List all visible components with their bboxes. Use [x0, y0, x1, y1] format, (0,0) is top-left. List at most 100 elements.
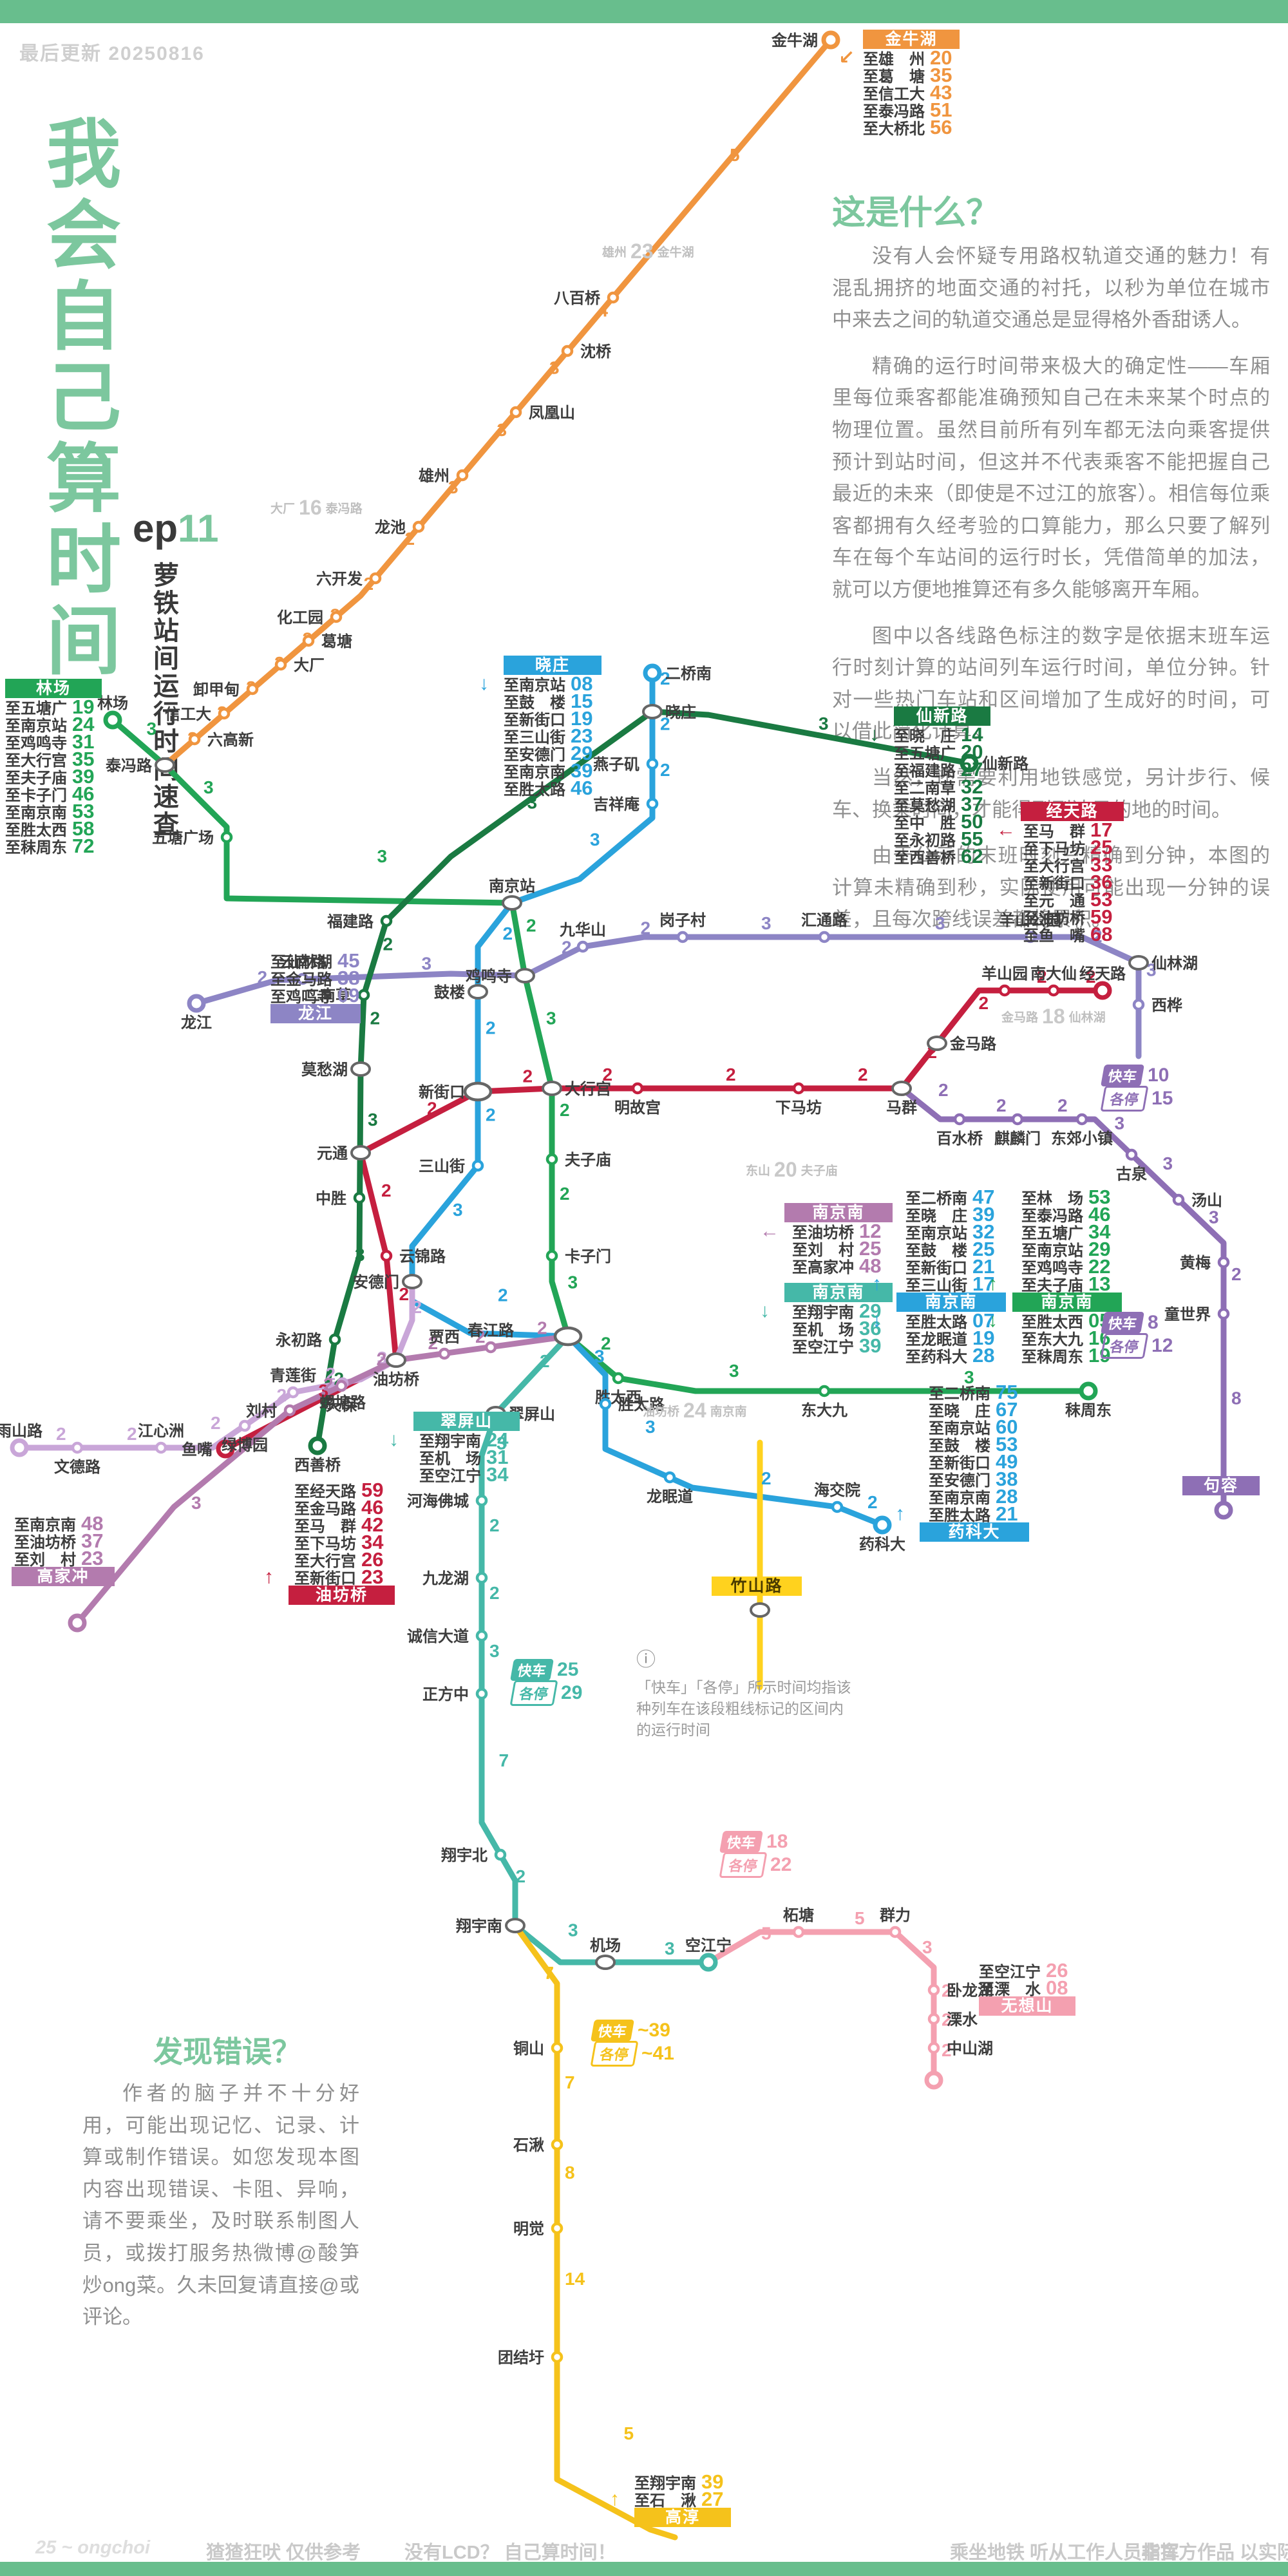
station-dot: [1217, 1307, 1230, 1320]
segment-time: 2: [56, 1424, 66, 1444]
minutes-value: 62: [961, 844, 983, 867]
minutes-value: 24: [486, 1428, 509, 1451]
segment-time: 3: [422, 954, 432, 974]
station-label: 信工大: [165, 705, 211, 723]
destination-label: 至空江宁: [419, 1468, 481, 1485]
segment-time: 3: [590, 829, 600, 849]
minutes-value: 15: [571, 689, 593, 712]
minutes-value: 46: [1088, 1202, 1111, 1226]
segment-time: 3: [549, 358, 560, 378]
interchange-dot: [155, 757, 175, 773]
segment-time: 3: [368, 1110, 378, 1130]
segment-time: 3: [497, 420, 507, 440]
station-dot: [246, 683, 259, 696]
station-label: 团结圩: [498, 2349, 544, 2367]
local-pill: 各停: [1100, 1333, 1149, 1359]
station-dot: [155, 1441, 167, 1454]
destination-label: 至大行宫: [294, 1553, 356, 1570]
minutes-value: 56: [930, 115, 952, 138]
station-label: 龙江: [181, 1014, 212, 1032]
segment-time: 2: [405, 529, 415, 549]
segment-time: 2: [523, 1066, 533, 1086]
range-badge-part: 16: [299, 496, 322, 519]
time-box-header: 药科大: [920, 1522, 1029, 1542]
metro-line-line3: [109, 717, 1092, 1394]
time-row: 至药科大 28: [896, 1343, 1006, 1367]
minutes-value: 19: [571, 706, 593, 730]
minutes-value: 37: [81, 1529, 104, 1552]
minutes-value: 36: [1090, 870, 1113, 893]
time-box-linchang: 林场↓至五塘广19至南京站24至鸡鸣寺31至大行宫35至夫子庙39至卡子门46至…: [5, 679, 102, 857]
station-label: 石湫: [513, 2137, 544, 2154]
destination-label: 至南京南: [504, 764, 565, 781]
destination-label: 至机 场: [792, 1321, 854, 1339]
destination-label: 至溧 水: [979, 1981, 1041, 1998]
destination-label: 至翔宇南: [634, 2475, 696, 2492]
footnote-text: 「快车」「各停」所示时间均指该种列车在该段粗线标记的区间内的运行时间: [636, 1678, 851, 1739]
station-label: 凤凰山: [529, 404, 575, 422]
minutes-value: 28: [972, 1343, 995, 1367]
station-label: 柘塘: [783, 1906, 814, 1924]
errors-paragraph: 作者的脑子并不十分好用，可能出现记忆、记录、计算或制作错误。如您发现本图内容出现…: [82, 2082, 359, 2329]
station-dot: [998, 984, 1011, 997]
destination-label: 至药科大: [905, 1349, 967, 1366]
station-label: 云南路: [279, 953, 327, 971]
minutes-value: 08: [571, 672, 593, 695]
badge-minutes: ~39: [638, 2020, 670, 2041]
station-label: 天保: [326, 1397, 357, 1414]
footnote: ⓘ「快车」「各停」所示时间均指该种列车在该段粗线标记的区间内的运行时间: [636, 1646, 855, 1741]
destination-label: 至油坊桥: [14, 1534, 76, 1551]
station-dot: [792, 1926, 805, 1938]
what-heading: 这是什么？: [832, 194, 1000, 232]
time-row: ↑至刘 村23: [12, 1547, 115, 1569]
direction-arrow-icon: ↓: [479, 672, 489, 694]
minutes-value: 34: [1088, 1220, 1111, 1243]
interchange-dot: [542, 1081, 562, 1096]
minutes-value: 46: [361, 1495, 384, 1519]
segment-time: 8: [565, 2163, 575, 2183]
station-dot: [494, 1848, 507, 1861]
segment-time: 3: [1163, 1153, 1173, 1173]
segment-time: 2: [560, 1184, 570, 1204]
station-label: 羊山园: [981, 965, 1028, 983]
destination-label: 至胜太路: [504, 781, 565, 799]
station-label: 麒麟门: [994, 1130, 1041, 1148]
destination-label: 至鼓 楼: [504, 694, 565, 712]
time-box-header: 翠屏山: [413, 1412, 520, 1431]
station-label: 油坊桥: [373, 1370, 420, 1388]
destination-label: 至新街口: [294, 1570, 356, 1587]
station-label: 雨山路: [0, 1422, 43, 1440]
destination-label: 至空江宁: [792, 1339, 854, 1356]
minutes-value: 21: [972, 1255, 995, 1278]
segment-time: 3: [355, 1245, 365, 1265]
destination-label: 至马 群: [294, 1518, 356, 1535]
destination-label: 至鱼 嘴: [1023, 927, 1085, 945]
express-pill: 快车: [1101, 1312, 1145, 1334]
segment-time: 2: [127, 1424, 137, 1444]
station-label: 诚信大道: [407, 1627, 469, 1645]
destination-label: 至永初路: [894, 832, 956, 849]
time-row: 至鼓 楼 15: [504, 689, 601, 712]
station-label: 机场: [590, 1937, 621, 1955]
direction-arrow-icon: ↑: [872, 1273, 882, 1294]
destination-label: 至油坊桥: [1023, 910, 1085, 927]
segment-time: 2: [1231, 1264, 1242, 1284]
direction-arrow-icon: ↓: [389, 1428, 399, 1450]
